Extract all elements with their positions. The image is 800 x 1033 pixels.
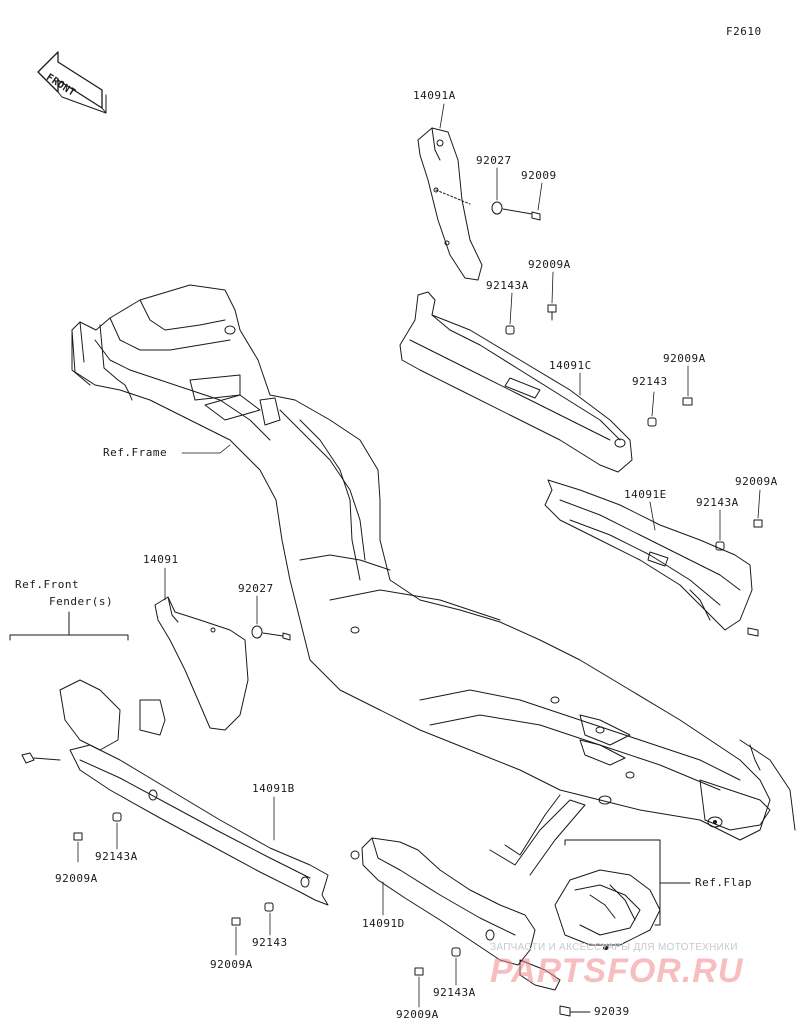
- lower-bracket-14091D: [489, 794, 586, 991]
- part-label-92143A-3[interactable]: 92143A: [95, 850, 138, 863]
- part-label-92009-top[interactable]: 92009: [521, 169, 557, 182]
- part-label-92027-top[interactable]: 92027: [476, 154, 512, 167]
- watermark: ЗАПЧАСТИ И АКСЕССУАРЫ ДЛЯ МОТОТЕХНИКИ PA…: [490, 942, 790, 992]
- screw-92009A-6: [414, 967, 424, 976]
- front-arrow-icon: [37, 51, 107, 114]
- part-label-92009A-4[interactable]: 92009A: [55, 872, 98, 885]
- figure-code: F2610: [726, 25, 762, 38]
- part-label-92009A-6[interactable]: 92009A: [396, 1008, 439, 1021]
- part-label-14091E[interactable]: 14091E: [624, 488, 667, 501]
- nut-92143-2: [264, 902, 274, 912]
- part-label-14091[interactable]: 14091: [143, 553, 179, 566]
- nut-92143A-1: [505, 325, 515, 335]
- cover-14091C: [399, 291, 633, 473]
- washer-92027-mid: [251, 625, 263, 639]
- watermark-caption: ЗАПЧАСТИ И АКСЕССУАРЫ ДЛЯ МОТОТЕХНИКИ: [490, 942, 738, 953]
- part-label-92143A-2[interactable]: 92143A: [696, 496, 739, 509]
- screw-92009-top: [502, 208, 541, 221]
- ref-label-flap[interactable]: Ref.Flap: [695, 876, 752, 889]
- nut-92143-1: [647, 417, 657, 427]
- part-label-14091B[interactable]: 14091B: [252, 782, 295, 795]
- cover-14091D: [350, 837, 536, 966]
- nut-92143A-3: [112, 812, 122, 822]
- fender-bracket: [9, 611, 166, 751]
- leader-lines: [77, 103, 761, 1008]
- part-label-92027-mid[interactable]: 92027: [238, 582, 274, 595]
- screw-92009A-5: [231, 917, 241, 926]
- frame-outline: [71, 284, 796, 841]
- flap-bracket: [564, 839, 691, 926]
- part-label-14091D[interactable]: 14091D: [362, 917, 405, 930]
- screw-bottom-14091E: [747, 627, 759, 637]
- flap-outline: [554, 869, 661, 946]
- part-label-92009A-2[interactable]: 92009A: [663, 352, 706, 365]
- part-label-92143A-4[interactable]: 92143A: [433, 986, 476, 999]
- nut-92143A-2: [715, 541, 725, 551]
- cover-14091A: [417, 127, 483, 281]
- screw-92009A-1: [547, 304, 557, 321]
- cover-14091: [154, 596, 249, 731]
- part-label-92009A-5[interactable]: 92009A: [210, 958, 253, 971]
- part-label-14091C[interactable]: 14091C: [549, 359, 592, 372]
- ref-label-front-fender-line2[interactable]: Fender(s): [49, 595, 114, 608]
- screw-left-14091B: [21, 752, 61, 764]
- part-label-92009A-1[interactable]: 92009A: [528, 258, 571, 271]
- part-label-92143-2[interactable]: 92143: [252, 936, 288, 949]
- part-label-92009A-3[interactable]: 92009A: [735, 475, 778, 488]
- screw-92009A-3: [753, 519, 763, 528]
- nut-92143A-4: [451, 947, 461, 957]
- ref-label-frame[interactable]: Ref.Frame: [103, 446, 168, 459]
- ref-label-front-fender-line1[interactable]: Ref.Front: [15, 578, 80, 591]
- screw-92009A-2: [682, 397, 693, 406]
- screw-92009A-4: [73, 832, 83, 841]
- watermark-brand: PARTSFOR.RU: [490, 952, 744, 990]
- washer-92027-top: [491, 201, 503, 215]
- screw-92009-mid: [262, 632, 291, 641]
- part-label-92143A-1[interactable]: 92143A: [486, 279, 529, 292]
- cover-14091B: [69, 744, 329, 906]
- part-label-14091A[interactable]: 14091A: [413, 89, 456, 102]
- dark-accents: [603, 820, 717, 950]
- part-label-92143-1[interactable]: 92143: [632, 375, 668, 388]
- part-label-92039[interactable]: 92039: [594, 1005, 630, 1018]
- bolt-92039: [559, 1005, 591, 1017]
